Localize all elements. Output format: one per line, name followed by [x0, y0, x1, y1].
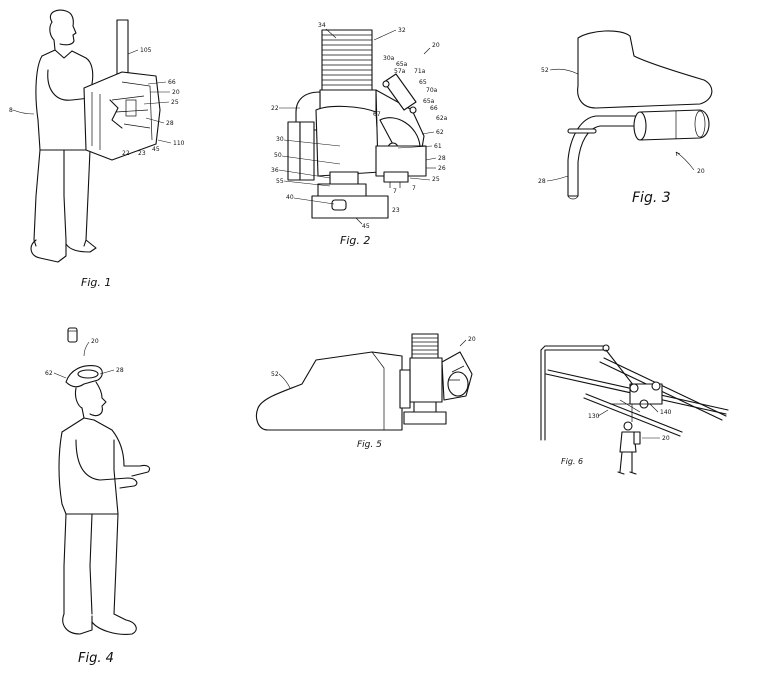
ref-50: 50: [274, 152, 282, 159]
fig5-reference-numerals: 52 20: [271, 336, 476, 389]
fig2-device-section: [287, 29, 427, 219]
ref-28: 28: [538, 178, 546, 185]
figure-3: 52 28 20 Fig. 3: [538, 30, 713, 206]
ref-20: 20: [91, 338, 99, 345]
ref-57a: 57a: [394, 68, 406, 75]
ref-66: 66: [430, 105, 438, 112]
fig1-caption: Fig. 1: [81, 276, 111, 289]
ref-34: 34: [318, 22, 326, 29]
ref-30a: 30a: [383, 55, 395, 62]
fig4-person-wearing-unit: [58, 327, 151, 635]
ref-20: 20: [432, 42, 440, 49]
ref-8: 8: [9, 107, 13, 114]
ref-140: 140: [660, 409, 672, 416]
ref-26: 26: [438, 165, 446, 172]
figure-4: 20 62 28 Fig. 4: [45, 327, 151, 666]
ref-62: 62: [45, 370, 53, 377]
ref-20: 20: [468, 336, 476, 343]
ref-55: 55: [276, 178, 284, 185]
ref-23: 23: [138, 150, 146, 157]
ref-28: 28: [116, 367, 124, 374]
fig4-reference-numerals: 20 62 28: [45, 338, 124, 379]
figure-2: 34 32 20 30a 65a 57a 71a 65 70a 22 67 65…: [271, 22, 448, 247]
ref-65: 65: [419, 79, 427, 86]
ref-65a: 65a: [396, 61, 408, 68]
figure-6: 130 140 20 Fig. 6: [540, 344, 729, 475]
ref-23: 23: [392, 207, 400, 214]
ref-110: 110: [173, 140, 185, 147]
ref-61: 61: [434, 143, 442, 150]
ref-22: 22: [122, 150, 130, 157]
ref-67: 67: [373, 111, 381, 118]
ref-45: 45: [152, 146, 160, 153]
figure-1: 8 105 66 20 25 28 22 23 45 110 Fig. 1: [9, 9, 185, 289]
fig3-reference-numerals: 52 28 20: [538, 67, 705, 185]
ref-105: 105: [140, 47, 152, 54]
ref-62a: 62a: [436, 115, 448, 122]
fig5-caption: Fig. 5: [357, 440, 382, 450]
figure-5: 52 20 Fig. 5: [255, 333, 476, 450]
ref-30: 30: [276, 136, 284, 143]
ref-65a-2: 65a: [423, 98, 435, 105]
ref-36: 36: [271, 167, 279, 174]
ref-62: 62: [436, 129, 444, 136]
ref-25: 25: [432, 176, 440, 183]
ref-45: 45: [362, 223, 370, 230]
fig6-caption: Fig. 6: [561, 457, 583, 466]
ref-66: 66: [168, 79, 176, 86]
ref-28: 28: [166, 120, 174, 127]
fig1-person-with-unit: [30, 9, 161, 263]
ref-130: 130: [588, 413, 600, 420]
ref-22: 22: [271, 105, 279, 112]
ref-52: 52: [541, 67, 549, 74]
ref-70a: 70a: [426, 87, 438, 94]
ref-20: 20: [697, 168, 705, 175]
ref-52: 52: [271, 371, 279, 378]
ref-25: 25: [171, 99, 179, 106]
fig6-reference-numerals: 130 140 20: [588, 403, 672, 442]
fig2-reference-numerals: 34 32 20 30a 65a 57a 71a 65 70a 22 67 65…: [271, 22, 448, 230]
ref-71a: 71a: [414, 68, 426, 75]
fig2-caption: Fig. 2: [340, 234, 370, 247]
ref-28: 28: [438, 155, 446, 162]
ref-20: 20: [662, 435, 670, 442]
fig1-reference-numerals: 8 105 66 20 25 28 22 23 45 110: [9, 47, 185, 157]
ref-7-a: 7: [393, 188, 397, 195]
ref-7-b: 7: [412, 185, 416, 192]
fig3-cover-and-unit: [567, 30, 713, 200]
ref-32: 32: [398, 27, 406, 34]
fig6-overhead-rail-system: [540, 344, 729, 475]
fig5-cover-and-device: [255, 333, 473, 431]
ref-40: 40: [286, 194, 294, 201]
ref-20: 20: [172, 89, 180, 96]
fig4-caption: Fig. 4: [78, 651, 114, 666]
fig3-caption: Fig. 3: [632, 190, 671, 206]
